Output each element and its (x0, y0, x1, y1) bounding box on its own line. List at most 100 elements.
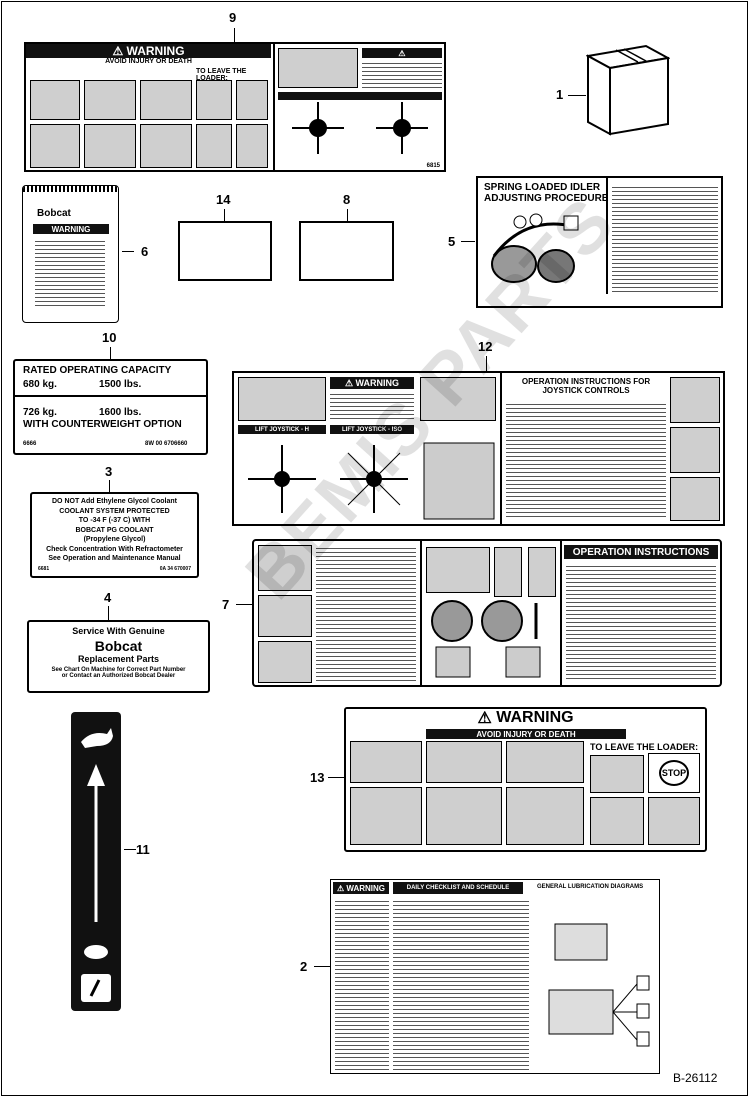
decal-4-line1: Service With Genuine (72, 626, 165, 636)
figure-code: B-26112 (673, 1071, 718, 1085)
decal-9-warning-text: WARNING (126, 44, 185, 58)
decal-5: SPRING LOADED IDLER ADJUSTING PROCEDURE (476, 176, 723, 308)
decal-7-icons-grid (316, 545, 416, 683)
decal-10-lbs1: 1500 lbs. (99, 379, 142, 390)
decal-5-title: SPRING LOADED IDLER ADJUSTING PROCEDURE (484, 182, 608, 204)
decal-12-warning: ⚠ WARNING (330, 377, 414, 389)
decal-13-slope-icon (506, 787, 584, 845)
decal-12-panel-1 (238, 377, 326, 421)
decal-10-divider (15, 395, 206, 397)
callout-6: 6 (141, 244, 149, 259)
bucket-icon (30, 124, 80, 168)
control-panel-icon (278, 48, 358, 88)
decal-3-line4: BOBCAT PG COOLANT (75, 526, 154, 534)
joystick-diagram-svg (278, 92, 442, 154)
decal-10-lbs2: 1600 lbs. (99, 407, 142, 418)
callout-13: 13 (310, 770, 325, 785)
decal-9-subtitle: AVOID INJURY OR DEATH (105, 58, 192, 65)
decal-2-checklist-title: DAILY CHECKLIST AND SCHEDULE (393, 882, 523, 894)
leader-10 (110, 347, 111, 359)
decal-3-line3: TO -34 F (-37 C) WITH (78, 517, 151, 524)
decal-7-pic-2 (258, 595, 312, 637)
decal-3-code-left: 6681 (38, 565, 50, 572)
decal-10-kg2: 726 kg. (23, 407, 57, 418)
decal-5-title-line2: ADJUSTING PROCEDURE (484, 193, 609, 204)
callout-9: 9 (229, 10, 237, 25)
slope-icon (140, 124, 192, 168)
decal-13-parking-icon (590, 797, 644, 845)
travel-diagram (431, 600, 541, 678)
joystick-pattern-diagrams (248, 442, 495, 520)
decal-2-warning: ⚠ WARNING (333, 882, 389, 894)
decal-6-brand: Bobcat (37, 208, 71, 219)
decal-13-operator-icon (426, 741, 502, 783)
leader-4 (108, 606, 109, 620)
decal-10: RATED OPERATING CAPACITY 680 kg. 1500 lb… (13, 359, 208, 455)
callout-3: 3 (105, 464, 113, 479)
decal-13-seat-bar-icon (426, 787, 502, 845)
decal-5-text (612, 184, 718, 292)
warning-icon: ⚠ (336, 883, 347, 893)
decal-3-line2: COOLANT SYSTEM PROTECTED (59, 507, 170, 515)
warning-icon: ⚠ (477, 710, 497, 727)
decal-12: ⚠ WARNING LIFT JOYSTICK - H LIFT JOYSTIC… (232, 371, 725, 526)
callout-5: 5 (448, 234, 456, 249)
leader-5 (461, 241, 475, 242)
warning-icon: ⚠ (112, 44, 127, 58)
decal-4-line2: Replacement Parts (77, 654, 160, 664)
decal-9-right-warning: ⚠ (362, 48, 442, 58)
decal-13-bucket-icon (350, 787, 422, 845)
decal-12-pic-c (670, 477, 720, 521)
decal-10-kg1: 680 kg. (23, 379, 57, 390)
joystick-diagrams (278, 92, 442, 166)
decal-11 (71, 712, 121, 1011)
decal-12-lift-h: LIFT JOYSTICK - H (238, 425, 326, 434)
decal-3-code-right: 0A 34 670007 (159, 565, 191, 572)
decal-13: ⚠ WARNING AVOID INJURY OR DEATH TO LEAVE… (344, 707, 707, 852)
decal-12-pic-b (670, 427, 720, 473)
decal-7-pic-1 (258, 545, 312, 591)
parking-brake-icon (196, 124, 232, 168)
callout-2: 2 (300, 959, 308, 974)
callout-1: 1 (556, 87, 564, 102)
decal-7-divider-1 (420, 541, 422, 685)
reverse-arrow-icon (528, 547, 556, 597)
leader-12 (486, 356, 487, 371)
loader-lowered-icon (196, 80, 232, 120)
decal-7-title: OPERATION INSTRUCTIONS (564, 545, 718, 559)
decal-2-checklist-text (393, 898, 529, 1070)
forward-arrow-icon (494, 547, 522, 597)
decal-6-warning: WARNING (33, 224, 109, 234)
operator-icon (84, 80, 136, 120)
callout-14: 14 (216, 192, 231, 207)
turtle-icon (84, 945, 108, 959)
leader-6 (122, 251, 134, 252)
decal-4-line3: See Chart On Machine for Correct Part Nu… (51, 667, 186, 673)
leader-7 (236, 604, 252, 605)
engine-stop-icon (236, 80, 268, 120)
decal-12-divider (500, 373, 502, 524)
decal-9-leave: TO LEAVE THE LOADER: (196, 68, 247, 82)
decal-12-warning-text: WARNING (355, 378, 400, 388)
callout-4: 4 (104, 590, 112, 605)
decal-7-text (566, 563, 716, 681)
spiral-binding (23, 186, 118, 192)
decal-4-line4: or Contact an Authorized Bobcat Dealer (61, 673, 176, 679)
callout-12: 12 (478, 339, 493, 354)
decal-10-code-right: 8W 00 6706660 (145, 441, 188, 447)
decal-3: DO NOT Add Ethylene Glycol Coolant COOLA… (30, 492, 199, 578)
leader-9 (234, 28, 235, 42)
decal-6-text (35, 238, 105, 308)
decal-13-lower-icon (506, 741, 584, 783)
leader-3 (109, 480, 110, 492)
belt-idler-diagram (491, 213, 579, 283)
decal-9-divider (273, 44, 275, 170)
decal-13-stop-box: STOP (648, 753, 700, 793)
decal-12-instructions-title: OPERATION INSTRUCTIONS FOR JOYSTICK CONT… (521, 377, 651, 395)
leader-2 (314, 966, 330, 967)
stop-icon: STOP (659, 760, 689, 786)
leader-14 (224, 209, 225, 221)
decal-9-right-text (362, 60, 442, 88)
decal-5-divider (606, 178, 608, 294)
callout-7: 7 (222, 597, 230, 612)
